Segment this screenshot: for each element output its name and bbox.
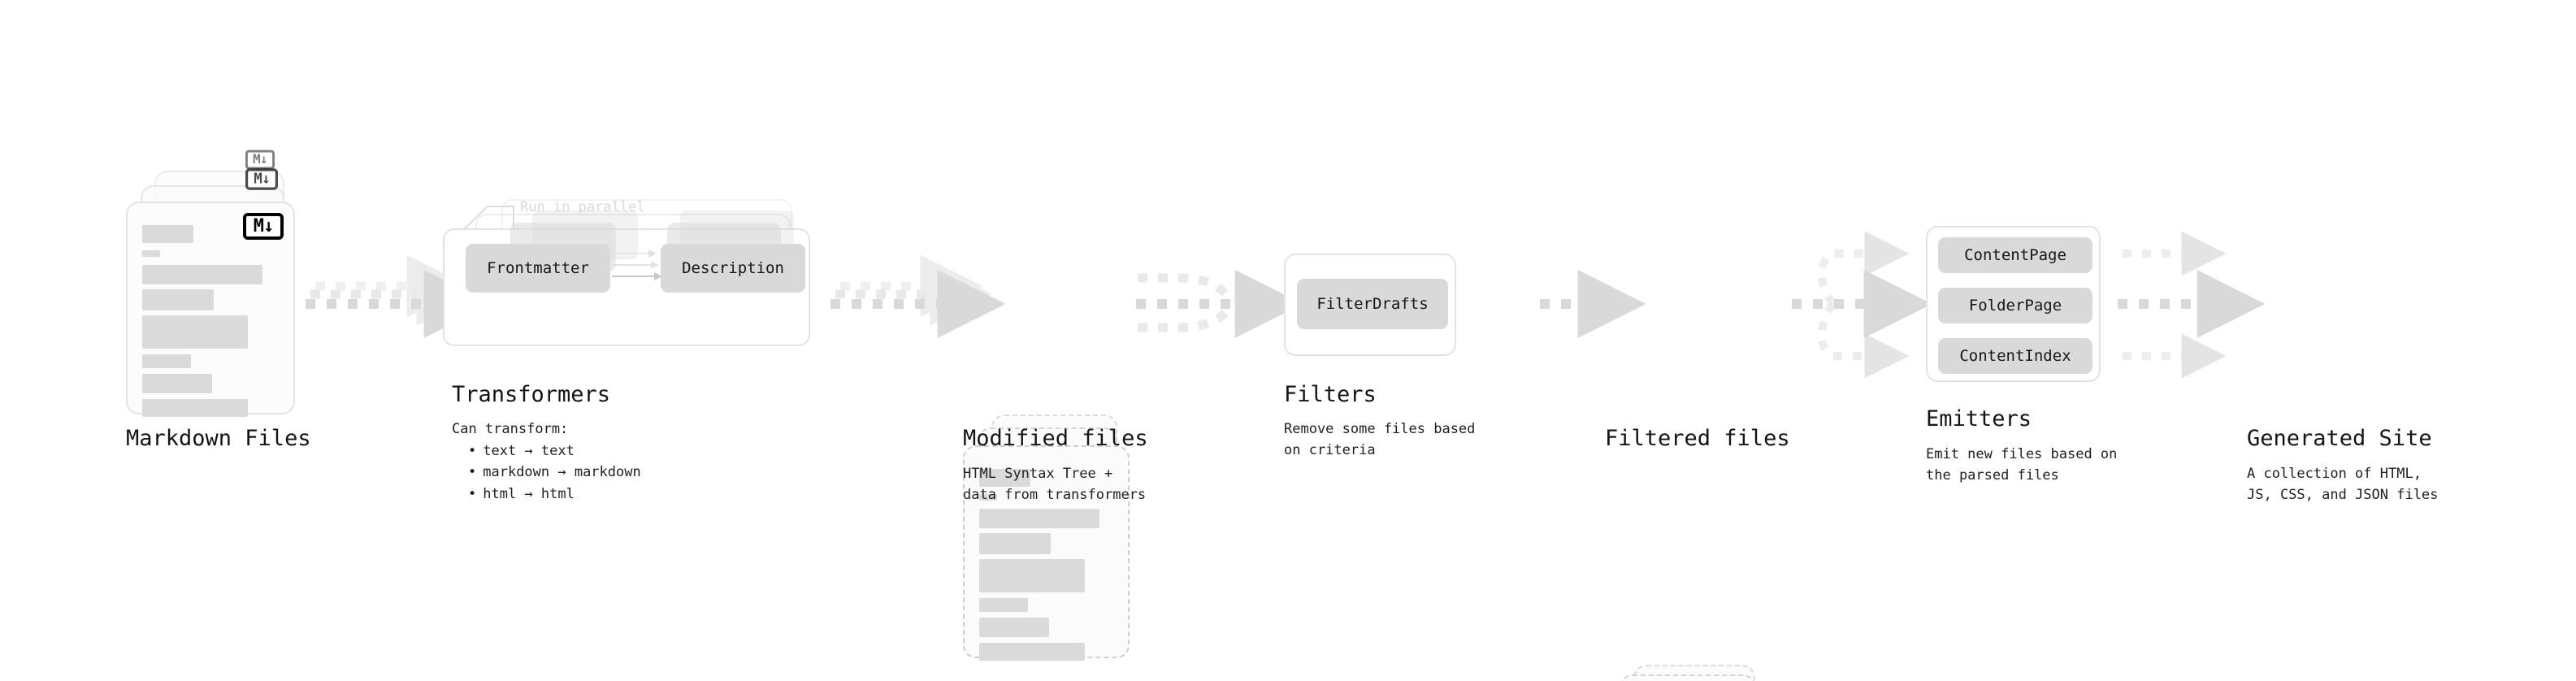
stage-transformers: Frontmatter Description: [443, 199, 849, 370]
chip-label: ContentIndex: [1959, 347, 2071, 365]
chip-label: Description: [682, 259, 784, 277]
stage-title-filtered-files: Filtered files: [1605, 426, 1790, 451]
stage-filters: FilterDrafts: [1284, 254, 1463, 359]
stage-title-generated-site: Generated Site: [2247, 426, 2432, 451]
list-item: text → text: [457, 440, 641, 462]
transformers-caption-head: Can transform:: [452, 421, 569, 437]
generated-site-caption: A collection of HTML, JS, CSS, and JSON …: [2247, 466, 2439, 504]
skeleton-line: [142, 354, 191, 368]
skeleton-line: [979, 509, 1099, 528]
arrow-filtered-to-emitters: [1792, 231, 1932, 379]
filters-panel: FilterDrafts: [1284, 254, 1456, 356]
skeleton-line: [142, 289, 214, 310]
stage-filtered-files: [1605, 665, 1792, 681]
arrow-markdown-to-transformers: [306, 254, 492, 338]
stage-emitters: ContentPage FolderPage ContentIndex: [1926, 226, 2113, 388]
skeleton-line: [142, 315, 248, 349]
chip-label: Frontmatter: [487, 259, 589, 277]
modified-files-caption: HTML Syntax Tree + data from transformer…: [963, 466, 1147, 504]
list-item: html → html: [457, 484, 641, 505]
transformer-chip-frontmatter[interactable]: Frontmatter: [466, 244, 610, 293]
emitter-chip-folderpage[interactable]: FolderPage: [1938, 288, 2092, 323]
stage-title-transformers: Transformers: [452, 382, 611, 407]
markdown-icon: M↓: [245, 150, 275, 170]
skeleton-line: [142, 374, 212, 393]
emitter-chip-contentindex[interactable]: ContentIndex: [1938, 338, 2092, 374]
document-card-front: [963, 445, 1130, 661]
skeleton-line: [979, 494, 997, 501]
run-in-parallel-label: Run in parallel: [520, 199, 645, 215]
skeleton-line: [142, 399, 248, 417]
chip-label: ContentPage: [1964, 246, 2066, 264]
chip-label: FolderPage: [1968, 297, 2062, 314]
stage-title-modified-files: Modified files: [963, 426, 1148, 451]
transformers-caption-list: text → text markdown → markdown html → h…: [457, 440, 641, 505]
skeleton-line: [979, 469, 1030, 487]
stage-markdown-files: M↓ M↓ M↓: [126, 150, 313, 417]
skeleton-line: [142, 225, 193, 243]
transformer-chip-description[interactable]: Description: [661, 244, 805, 293]
skeleton-line: [142, 265, 262, 284]
stage-title-filters: Filters: [1284, 382, 1377, 407]
stage-title-emitters: Emitters: [1926, 406, 2032, 432]
skeleton-line: [979, 533, 1051, 554]
arrow-modified-to-filters: [1136, 270, 1303, 338]
skeleton-line: [979, 643, 1085, 661]
skeleton-line: [142, 250, 160, 257]
stage-modified-files: [963, 414, 1150, 661]
filter-chip-filterdrafts[interactable]: FilterDrafts: [1297, 279, 1448, 329]
markdown-icon: M↓: [245, 168, 278, 190]
stage-title-markdown-files: Markdown Files: [126, 426, 311, 451]
list-item: markdown → markdown: [457, 462, 640, 483]
arrow-emitters-to-site: [2118, 231, 2266, 379]
document-card-mid: [1620, 674, 1756, 681]
chip-label: FilterDrafts: [1316, 295, 1429, 313]
transformer-inner-arrows: [612, 249, 662, 280]
markdown-icon: M↓: [243, 213, 284, 240]
skeleton-line: [979, 598, 1028, 612]
skeleton-line: [979, 559, 1085, 592]
emitters-caption: Emit new files based on the parsed files: [1926, 446, 2118, 484]
emitter-chip-contentpage[interactable]: ContentPage: [1938, 237, 2092, 273]
skeleton-line: [979, 618, 1049, 637]
filters-caption: Remove some files based on criteria: [1284, 421, 1476, 459]
emitters-panel: ContentPage FolderPage ContentIndex: [1926, 226, 2101, 382]
